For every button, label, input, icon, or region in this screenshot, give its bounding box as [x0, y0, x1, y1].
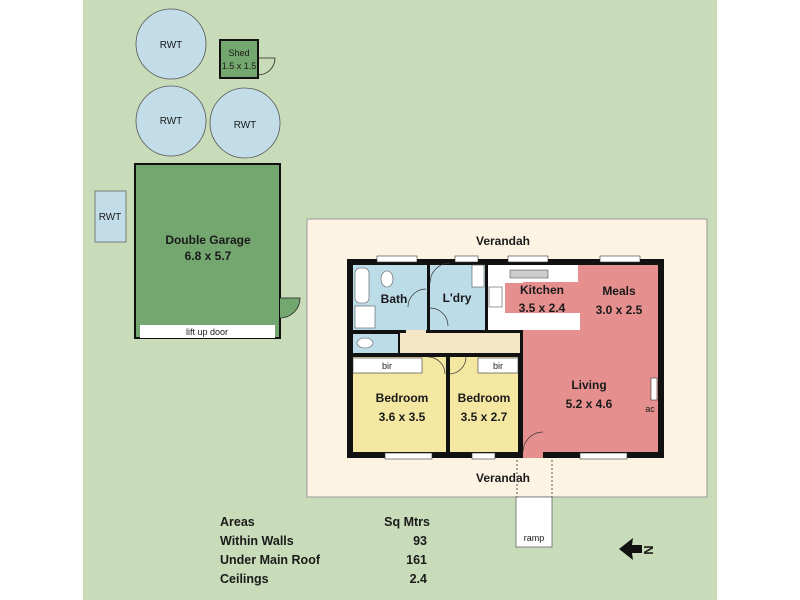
robe-label: bir [382, 361, 392, 371]
garage-name: Double Garage [165, 233, 251, 247]
robe-1 [352, 357, 423, 374]
internal-walls [353, 265, 523, 452]
lift-up-door [140, 325, 275, 338]
robe-label: bir [493, 361, 503, 371]
toilet [380, 270, 394, 288]
bath-tub [354, 267, 370, 304]
air-conditioner [650, 377, 658, 401]
ac-label: ac [645, 404, 655, 414]
door-swings [407, 262, 544, 453]
area-row-label: Ceilings [220, 572, 269, 586]
bath-label: Bath [381, 292, 408, 306]
kitchen-name: Kitchen [520, 283, 564, 297]
laundry-label: L'dry [443, 291, 472, 305]
tank-label: RWT [234, 120, 257, 131]
kitchen-room [505, 283, 578, 313]
shed-size: 1.5 x 1.5 [222, 61, 257, 71]
meals-size: 3.0 x 2.5 [596, 303, 643, 317]
kitchen-sink [509, 269, 549, 279]
area-row-value: 161 [406, 553, 427, 567]
meals-name: Meals [602, 284, 636, 298]
tank-label: RWT [160, 116, 183, 127]
toilet [356, 337, 374, 349]
garage: Double Garage 6.8 x 5.7 lift up door [134, 163, 301, 339]
north-label: N [641, 545, 656, 554]
tank-label: RWT [160, 40, 183, 51]
robe-2 [477, 357, 519, 374]
rainwater-tank: RWT [135, 85, 207, 157]
area-row-value: 2.4 [410, 572, 427, 586]
living-name: Living [571, 378, 606, 392]
hallway [398, 333, 523, 353]
areas-table: Areas Sq Mtrs Within Walls 93 Under Main… [220, 515, 430, 586]
rainwater-tank: RWT [135, 8, 207, 80]
living-size: 5.2 x 4.6 [566, 397, 613, 411]
bedroom1-size: 3.6 x 3.5 [379, 410, 426, 424]
bedroom1-name: Bedroom [376, 391, 429, 405]
north-arrow-icon: N [619, 538, 656, 560]
shed: Shed 1.5 x 1.5 [219, 39, 276, 79]
shower [354, 305, 376, 329]
kitchen-size: 3.5 x 2.4 [519, 301, 566, 315]
bedroom2-name: Bedroom [458, 391, 511, 405]
area-row-label: Within Walls [220, 534, 294, 548]
shed-name: Shed [228, 48, 249, 58]
area-row-value: 93 [413, 534, 427, 548]
tank-label: RWT [99, 212, 122, 223]
verandah-top-label: Verandah [476, 234, 530, 248]
cooktop [488, 286, 503, 308]
rainwater-tank: RWT [209, 87, 281, 159]
rainwater-tank: RWT [94, 190, 127, 243]
area-row-label: Under Main Roof [220, 553, 321, 567]
areas-unit: Sq Mtrs [384, 515, 430, 529]
garage-size: 6.8 x 5.7 [185, 249, 232, 263]
laundry-trough [471, 264, 485, 288]
ramp-label: ramp [524, 533, 545, 543]
areas-header: Areas [220, 515, 255, 529]
verandah-bottom-label: Verandah [476, 471, 530, 485]
garage-door-label: lift up door [186, 327, 228, 337]
bedroom2-size: 3.5 x 2.7 [461, 410, 508, 424]
windows [376, 255, 641, 460]
ramp: ramp [515, 460, 553, 548]
